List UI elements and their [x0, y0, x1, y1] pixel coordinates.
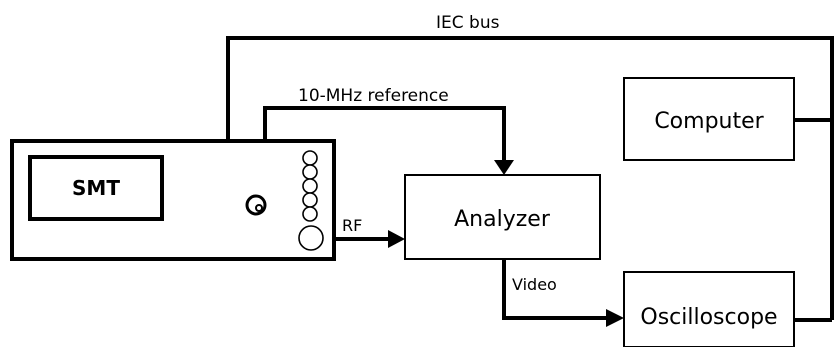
video-arrowhead	[606, 309, 624, 327]
oscilloscope-label: Oscilloscope	[640, 305, 777, 330]
iec-bus-label: IEC bus	[436, 13, 500, 33]
rf-arrowhead	[388, 230, 405, 248]
reference-label: 10-MHz reference	[298, 86, 449, 106]
video-label: Video	[512, 275, 557, 294]
rf-label: RF	[342, 216, 362, 235]
computer-label: Computer	[654, 109, 764, 134]
analyzer-label: Analyzer	[454, 207, 551, 232]
smt-label: SMT	[72, 176, 120, 200]
reference-arrowhead	[494, 160, 514, 175]
